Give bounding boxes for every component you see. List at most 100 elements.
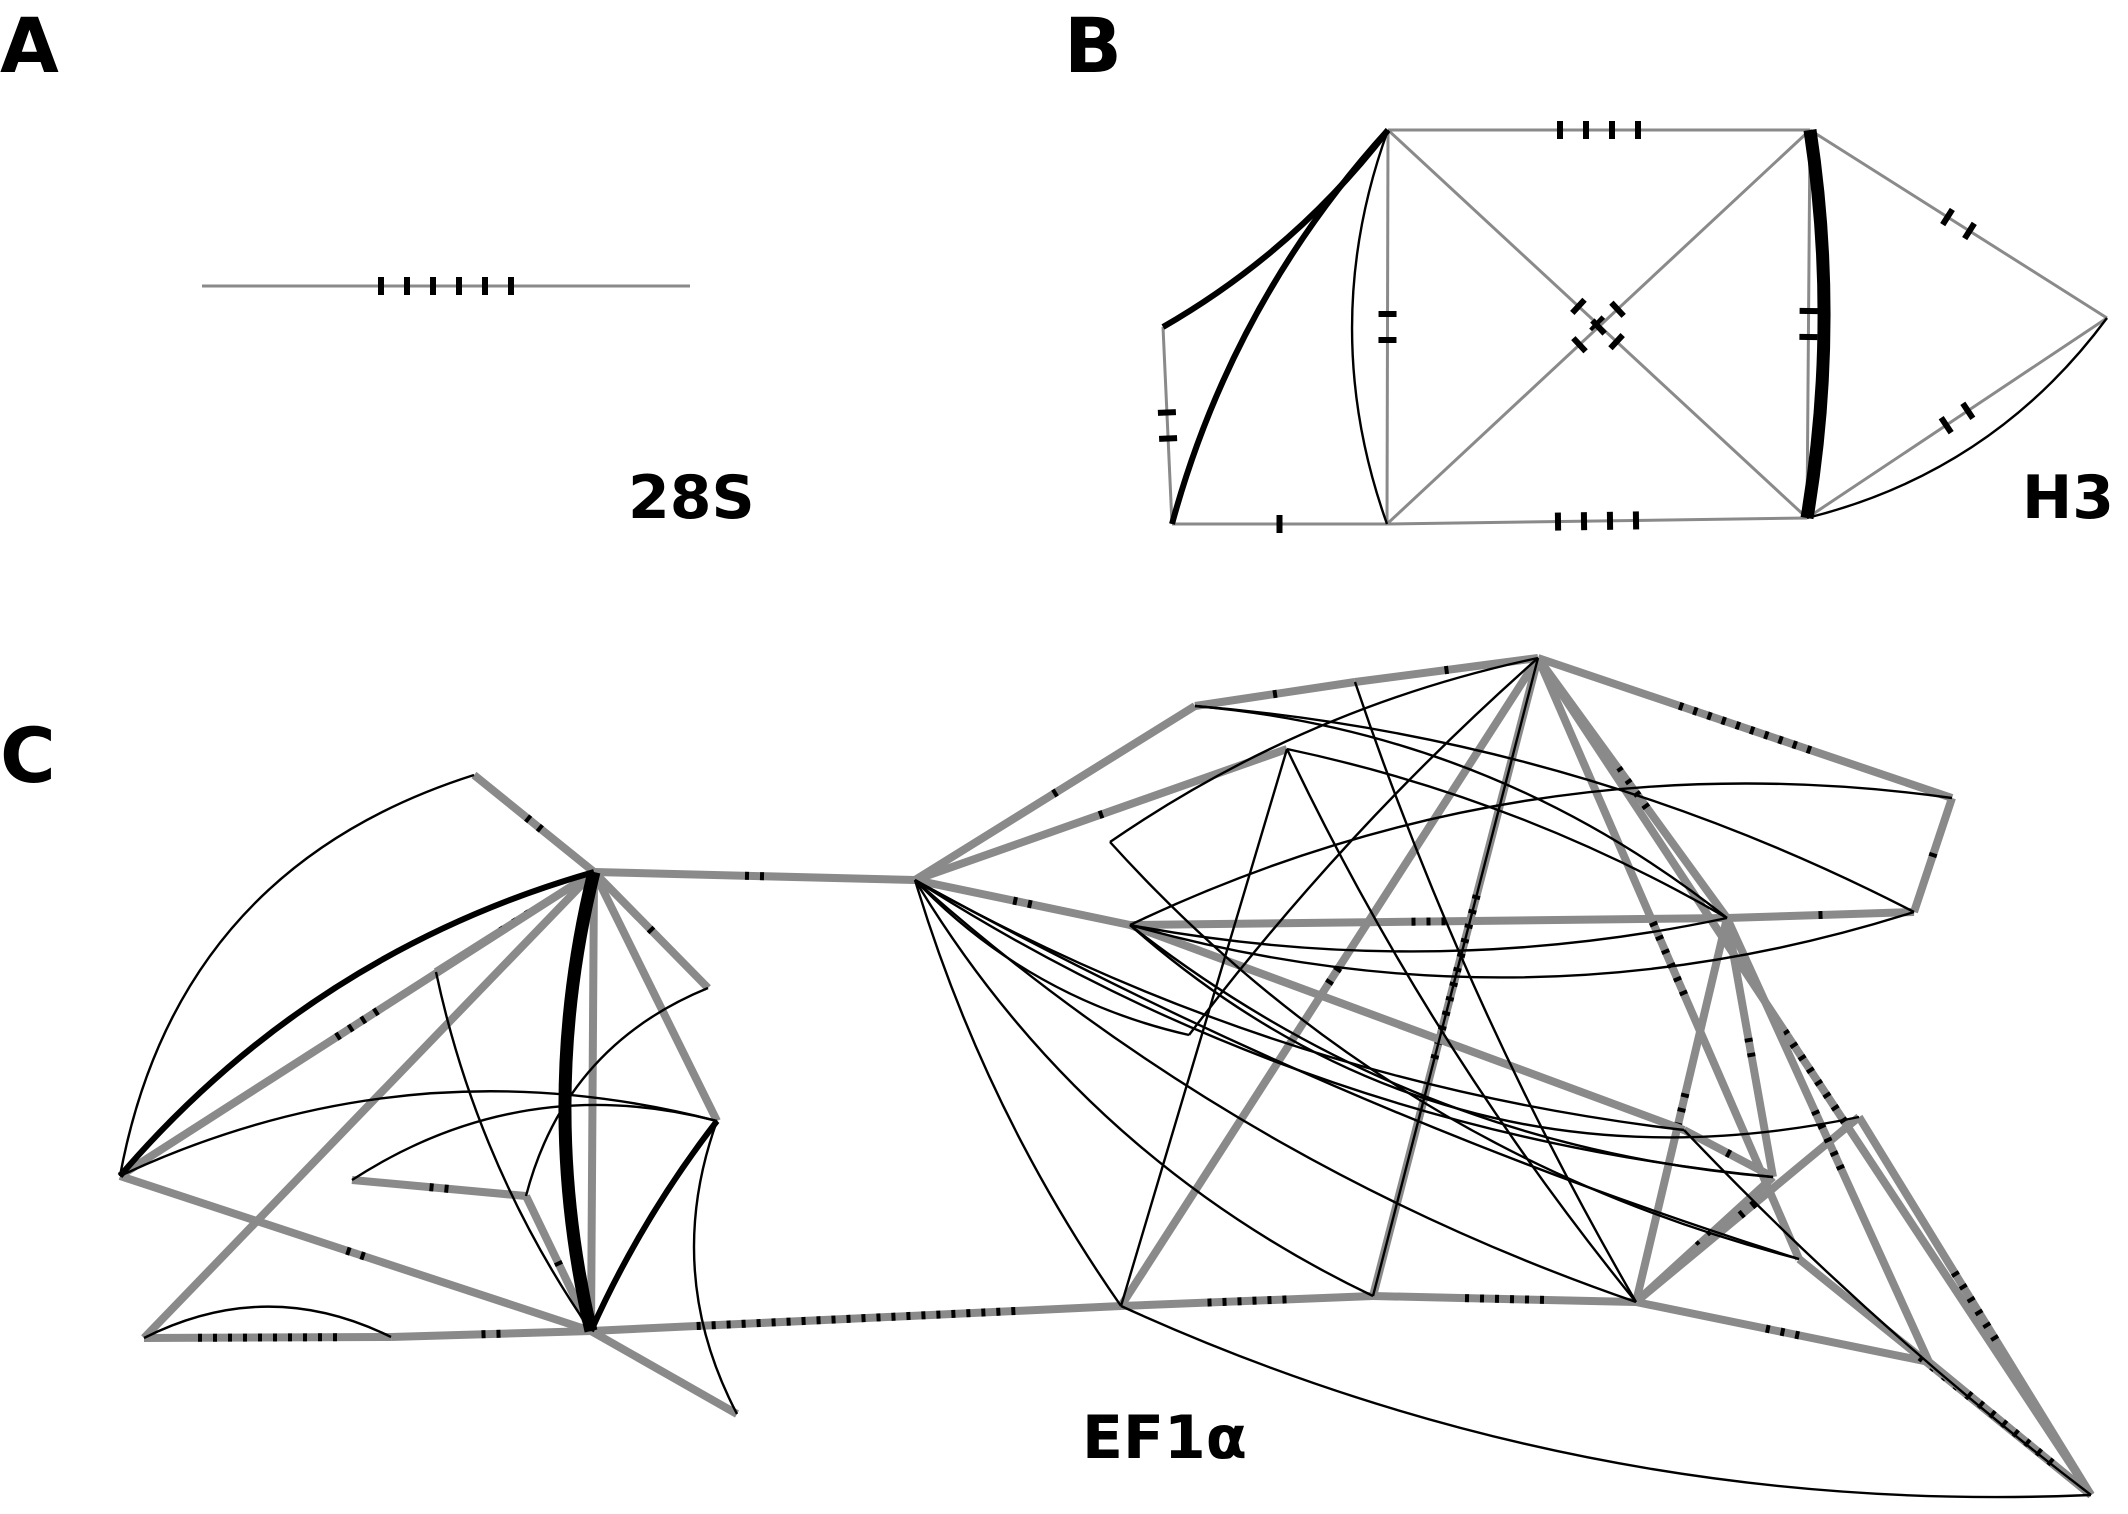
edge-c6-c1	[118, 773, 475, 1177]
mutation-tick	[1443, 665, 1450, 675]
mutation-tick	[1012, 896, 1018, 906]
mutation-tick	[444, 1184, 449, 1193]
mutation-tick	[1051, 788, 1059, 798]
edge-b6-b7	[1386, 516, 1808, 526]
edge-layer	[117, 121, 2108, 1499]
edge-c10-c11	[143, 1333, 392, 1342]
mutation-tick	[1724, 1149, 1733, 1158]
edge-b3-b5	[1161, 326, 1174, 525]
mutation-tick	[1608, 333, 1625, 351]
mutation-tick	[646, 925, 656, 935]
mutation-tick	[1706, 711, 1713, 721]
edge-b1-b3	[1161, 128, 1391, 330]
edge-o1-o18	[914, 879, 1637, 1304]
mutation-tick	[1748, 725, 1756, 735]
edge-o4-o20	[1534, 655, 2095, 1498]
edge-o12-o20	[1683, 1129, 2092, 1496]
panel-a-letter: A	[0, 1, 59, 90]
edge-o1-o17	[913, 879, 1374, 1298]
mutation-tick	[554, 1259, 563, 1268]
edge-c2-c9	[587, 871, 598, 1332]
mutation-tick	[1692, 706, 1699, 716]
mutation-tick	[1763, 730, 1770, 740]
mutation-tick	[1272, 689, 1278, 699]
mutation-tick	[1811, 1109, 1821, 1117]
mutation-tick	[1777, 735, 1784, 745]
mutation-tick	[1958, 1283, 1968, 1291]
edge-b1-b6	[1350, 129, 1390, 525]
mutation-tick	[1609, 300, 1626, 318]
mutation-tick	[1661, 948, 1670, 956]
edge-c6-c9	[118, 1172, 593, 1335]
mutation-tick	[1027, 899, 1033, 909]
mutation-tick	[1655, 934, 1665, 942]
mutation-tick	[1677, 1107, 1686, 1113]
mutation-tick	[1990, 1334, 2000, 1342]
edge-b2-b7	[1800, 129, 1831, 520]
edge-b2-b4	[1809, 128, 2108, 320]
edge-o5-o9	[1286, 747, 1728, 920]
mutation-tick	[1789, 1041, 1799, 1050]
edge-b1-b6	[1385, 129, 1390, 525]
edge-o11-o4	[1188, 657, 1539, 1036]
edge-c2-c9	[558, 870, 601, 1333]
mutation-tick	[359, 1251, 366, 1261]
edge-b7-b4	[1806, 317, 2108, 520]
mutation-tick	[1779, 1327, 1786, 1337]
edge-o13-o20	[1855, 1114, 2095, 1498]
mutation-tick	[1765, 1324, 1771, 1334]
edge-c2-o1	[593, 868, 916, 884]
edge-o9-o14	[1723, 917, 1777, 1178]
edge-o8-o6	[1129, 782, 1953, 927]
edge-c2-c5	[590, 870, 721, 1123]
edge-c6-c2	[117, 869, 595, 1178]
edge-b2-b7	[1805, 129, 1812, 519]
mutation-tick	[1649, 920, 1659, 928]
mutation-tick	[1928, 851, 1938, 859]
edge-c8-c4	[524, 986, 709, 1197]
edge-c11-c9	[390, 1327, 592, 1341]
mutation-tick	[1158, 435, 1178, 442]
edge-o8-o12	[1128, 921, 1686, 1134]
mutation-tick	[1325, 978, 1334, 986]
mutation-tick	[1974, 1308, 1984, 1317]
mutation-tick	[524, 814, 533, 824]
edge-o8-o14	[1129, 924, 1774, 1179]
mutation-tick	[1830, 1103, 1840, 1112]
edge-o17-o18	[1372, 1292, 1637, 1306]
mutation-tick	[359, 1015, 368, 1025]
edge-o4-o15	[1534, 656, 1803, 1261]
edge-c1-c2	[471, 771, 597, 876]
mutation-tick	[1823, 1136, 1833, 1144]
edge-c2-c10	[141, 869, 597, 1341]
mutation-tick	[1678, 989, 1688, 997]
mutation-tick	[1835, 1163, 1845, 1171]
edge-c3-c9	[434, 971, 592, 1332]
mutation-tick	[1720, 716, 1727, 726]
mutation-tick	[1571, 336, 1588, 354]
mutation-tick	[1817, 1122, 1827, 1130]
edge-o18-o13	[1633, 1113, 1862, 1306]
edge-c6-c5	[119, 1090, 718, 1178]
edge-o5-o18	[1285, 748, 1637, 1303]
edge-o4-o6	[1536, 654, 1954, 802]
mutation-tick	[1791, 740, 1798, 750]
mutation-tick	[1672, 975, 1682, 983]
panel-c-letter: C	[0, 711, 56, 800]
panel-a-gene-label: 28S	[628, 463, 755, 533]
mutation-tick	[1747, 1052, 1756, 1058]
mutation-tick	[535, 823, 544, 833]
mutation-tick	[372, 1007, 380, 1017]
edge-c10-c11	[143, 1305, 392, 1340]
mutation-tick	[1829, 1150, 1839, 1158]
mutation-tick	[1570, 297, 1587, 315]
mutation-tick	[1805, 1066, 1815, 1075]
mutation-tick	[1950, 1270, 1960, 1278]
mutation-tick	[1623, 777, 1633, 786]
mutation-tick	[1680, 1092, 1690, 1099]
edge-o2-o10	[1194, 704, 1915, 914]
panel-b-gene-label: H3	[2022, 463, 2114, 533]
edge-o17-o4	[1371, 657, 1540, 1297]
mutation-tick	[1982, 1321, 1992, 1329]
